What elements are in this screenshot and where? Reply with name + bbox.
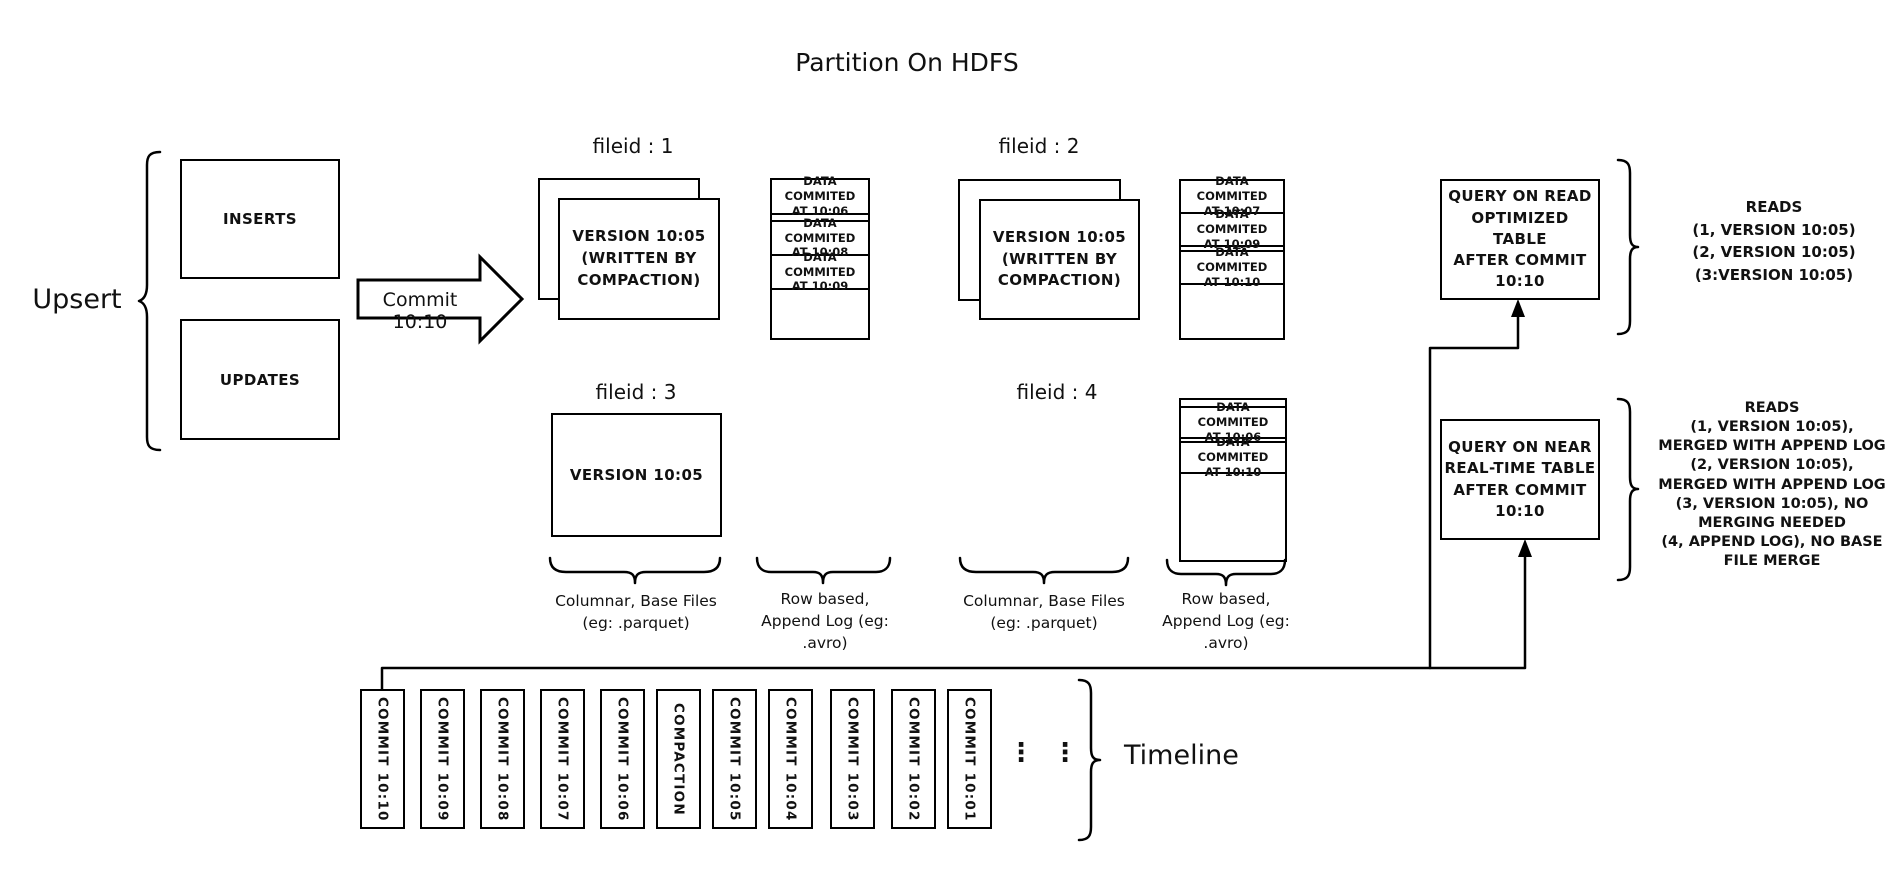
reads-brace-1 bbox=[1616, 158, 1640, 336]
fileid-1-label: fileid : 1 bbox=[592, 134, 674, 158]
arrowhead-to-near-real-time bbox=[1518, 539, 1532, 557]
fileid-3-label: fileid : 3 bbox=[595, 380, 677, 404]
updates-box: UPDATES bbox=[180, 319, 340, 440]
fileid-2-log-file: DATA COMMITED AT 10:07 DATA COMMITED AT … bbox=[1179, 174, 1285, 340]
timeline-compaction-label: COMPACTION bbox=[670, 702, 687, 816]
timeline-commit-label: COMMIT 10:03 bbox=[844, 696, 861, 822]
commit-arrow-label: Commit 10:10 bbox=[382, 289, 458, 333]
columnar-caption-1: Columnar, Base Files (eg: .parquet) bbox=[555, 592, 717, 632]
timeline-commit-box: COMMIT 10:07 bbox=[540, 689, 585, 829]
query-near-real-time-box: QUERY ON NEAR REAL-TIME TABLE AFTER COMM… bbox=[1440, 419, 1600, 540]
timeline-commit-box: COMMIT 10:08 bbox=[480, 689, 525, 829]
timeline-ellipsis-icon: ⋮ bbox=[1008, 738, 1034, 768]
timeline-brace bbox=[1077, 678, 1102, 842]
query-near-real-time-text: QUERY ON NEAR REAL-TIME TABLE AFTER COMM… bbox=[1444, 437, 1596, 520]
fileid-1-version-text: VERSION 10:05 (WRITTEN BY COMPACTION) bbox=[572, 227, 706, 289]
timeline-commit-label: COMMIT 10:08 bbox=[494, 696, 511, 822]
fileid-3-base-file: VERSION 10:05 bbox=[551, 413, 722, 537]
query-read-optimized-text: QUERY ON READ OPTIMIZED TABLE AFTER COMM… bbox=[1448, 187, 1592, 291]
rowbased-caption-1: Row based, Append Log (eg: .avro) bbox=[761, 590, 889, 652]
timeline-commit-label: COMMIT 10:02 bbox=[905, 696, 922, 822]
rowbased-caption-2: Row based, Append Log (eg: .avro) bbox=[1162, 590, 1290, 652]
commit-arrow bbox=[356, 253, 525, 345]
timeline-commit-label: COMMIT 10:07 bbox=[554, 696, 571, 822]
query-read-optimized-box: QUERY ON READ OPTIMIZED TABLE AFTER COMM… bbox=[1440, 179, 1600, 300]
fileid-4-log-file: DATA COMMITED AT 10:06 DATA COMMITED AT … bbox=[1179, 398, 1287, 562]
timeline-commit-label: COMMIT 10:04 bbox=[782, 696, 799, 822]
rowbased-brace-2 bbox=[1165, 558, 1287, 587]
timeline-label: Timeline bbox=[1124, 740, 1239, 771]
columnar-caption-2: Columnar, Base Files (eg: .parquet) bbox=[963, 592, 1125, 632]
upsert-label: Upsert bbox=[32, 284, 122, 315]
upsert-brace bbox=[137, 150, 162, 452]
timeline-commit-label: COMMIT 10:10 bbox=[374, 696, 391, 822]
reads-near-real-time: READS (1, VERSION 10:05), MERGED WITH AP… bbox=[1658, 400, 1886, 569]
timeline-commit-box: COMMIT 10:01 bbox=[947, 689, 992, 829]
timeline-commit-box: COMMIT 10:09 bbox=[420, 689, 465, 829]
timeline-commit-label: COMMIT 10:05 bbox=[726, 696, 743, 822]
rowbased-brace-1 bbox=[755, 556, 892, 585]
log-entry: DATA COMMITED AT 10:08 bbox=[772, 216, 868, 259]
log-gap bbox=[1181, 400, 1285, 408]
reads-read-optimized: READS (1, VERSION 10:05) (2, VERSION 10:… bbox=[1692, 198, 1856, 284]
fileid-2-base-file: VERSION 10:05 (WRITTEN BY COMPACTION) bbox=[979, 199, 1140, 320]
timeline-commit-box: COMMIT 10:03 bbox=[830, 689, 875, 829]
updates-label: UPDATES bbox=[219, 370, 301, 389]
timeline-commit-label: COMMIT 10:09 bbox=[434, 696, 451, 822]
timeline-commit-box: COMMIT 10:02 bbox=[891, 689, 936, 829]
timeline-commit-label: COMMIT 10:06 bbox=[614, 696, 631, 822]
timeline-commit-box: COMMIT 10:04 bbox=[768, 689, 813, 829]
timeline-commit-box: COMMIT 10:05 bbox=[712, 689, 757, 829]
fileid-2-label: fileid : 2 bbox=[998, 134, 1080, 158]
log-gap bbox=[772, 215, 868, 222]
arrowhead-to-read-optimized bbox=[1511, 299, 1525, 317]
fileid-3-version-text: VERSION 10:05 bbox=[569, 466, 704, 484]
timeline-commit-box: COMMIT 10:10 bbox=[360, 689, 405, 829]
fileid-2-version-text: VERSION 10:05 (WRITTEN BY COMPACTION) bbox=[992, 227, 1127, 290]
timeline-commit-label: COMMIT 10:01 bbox=[961, 696, 978, 822]
timeline-ellipsis-icon: ⋮ bbox=[1052, 738, 1078, 768]
inserts-label: INSERTS bbox=[223, 210, 297, 228]
timeline-commit-box: COMMIT 10:06 bbox=[600, 689, 645, 829]
inserts-box: INSERTS bbox=[180, 159, 340, 279]
timeline-compaction-box: COMPACTION bbox=[656, 689, 701, 829]
columnar-brace-2 bbox=[958, 556, 1130, 585]
fileid-4-label: fileid : 4 bbox=[1016, 380, 1098, 404]
columnar-brace-1 bbox=[548, 556, 722, 585]
fileid-1-base-file: VERSION 10:05 (WRITTEN BY COMPACTION) bbox=[558, 198, 720, 320]
page-title: Partition On HDFS bbox=[795, 48, 1019, 77]
reads-brace-2 bbox=[1616, 397, 1640, 582]
fileid-1-log-file: DATA COMMITED AT 10:06 DATA COMMITED AT … bbox=[770, 174, 870, 340]
